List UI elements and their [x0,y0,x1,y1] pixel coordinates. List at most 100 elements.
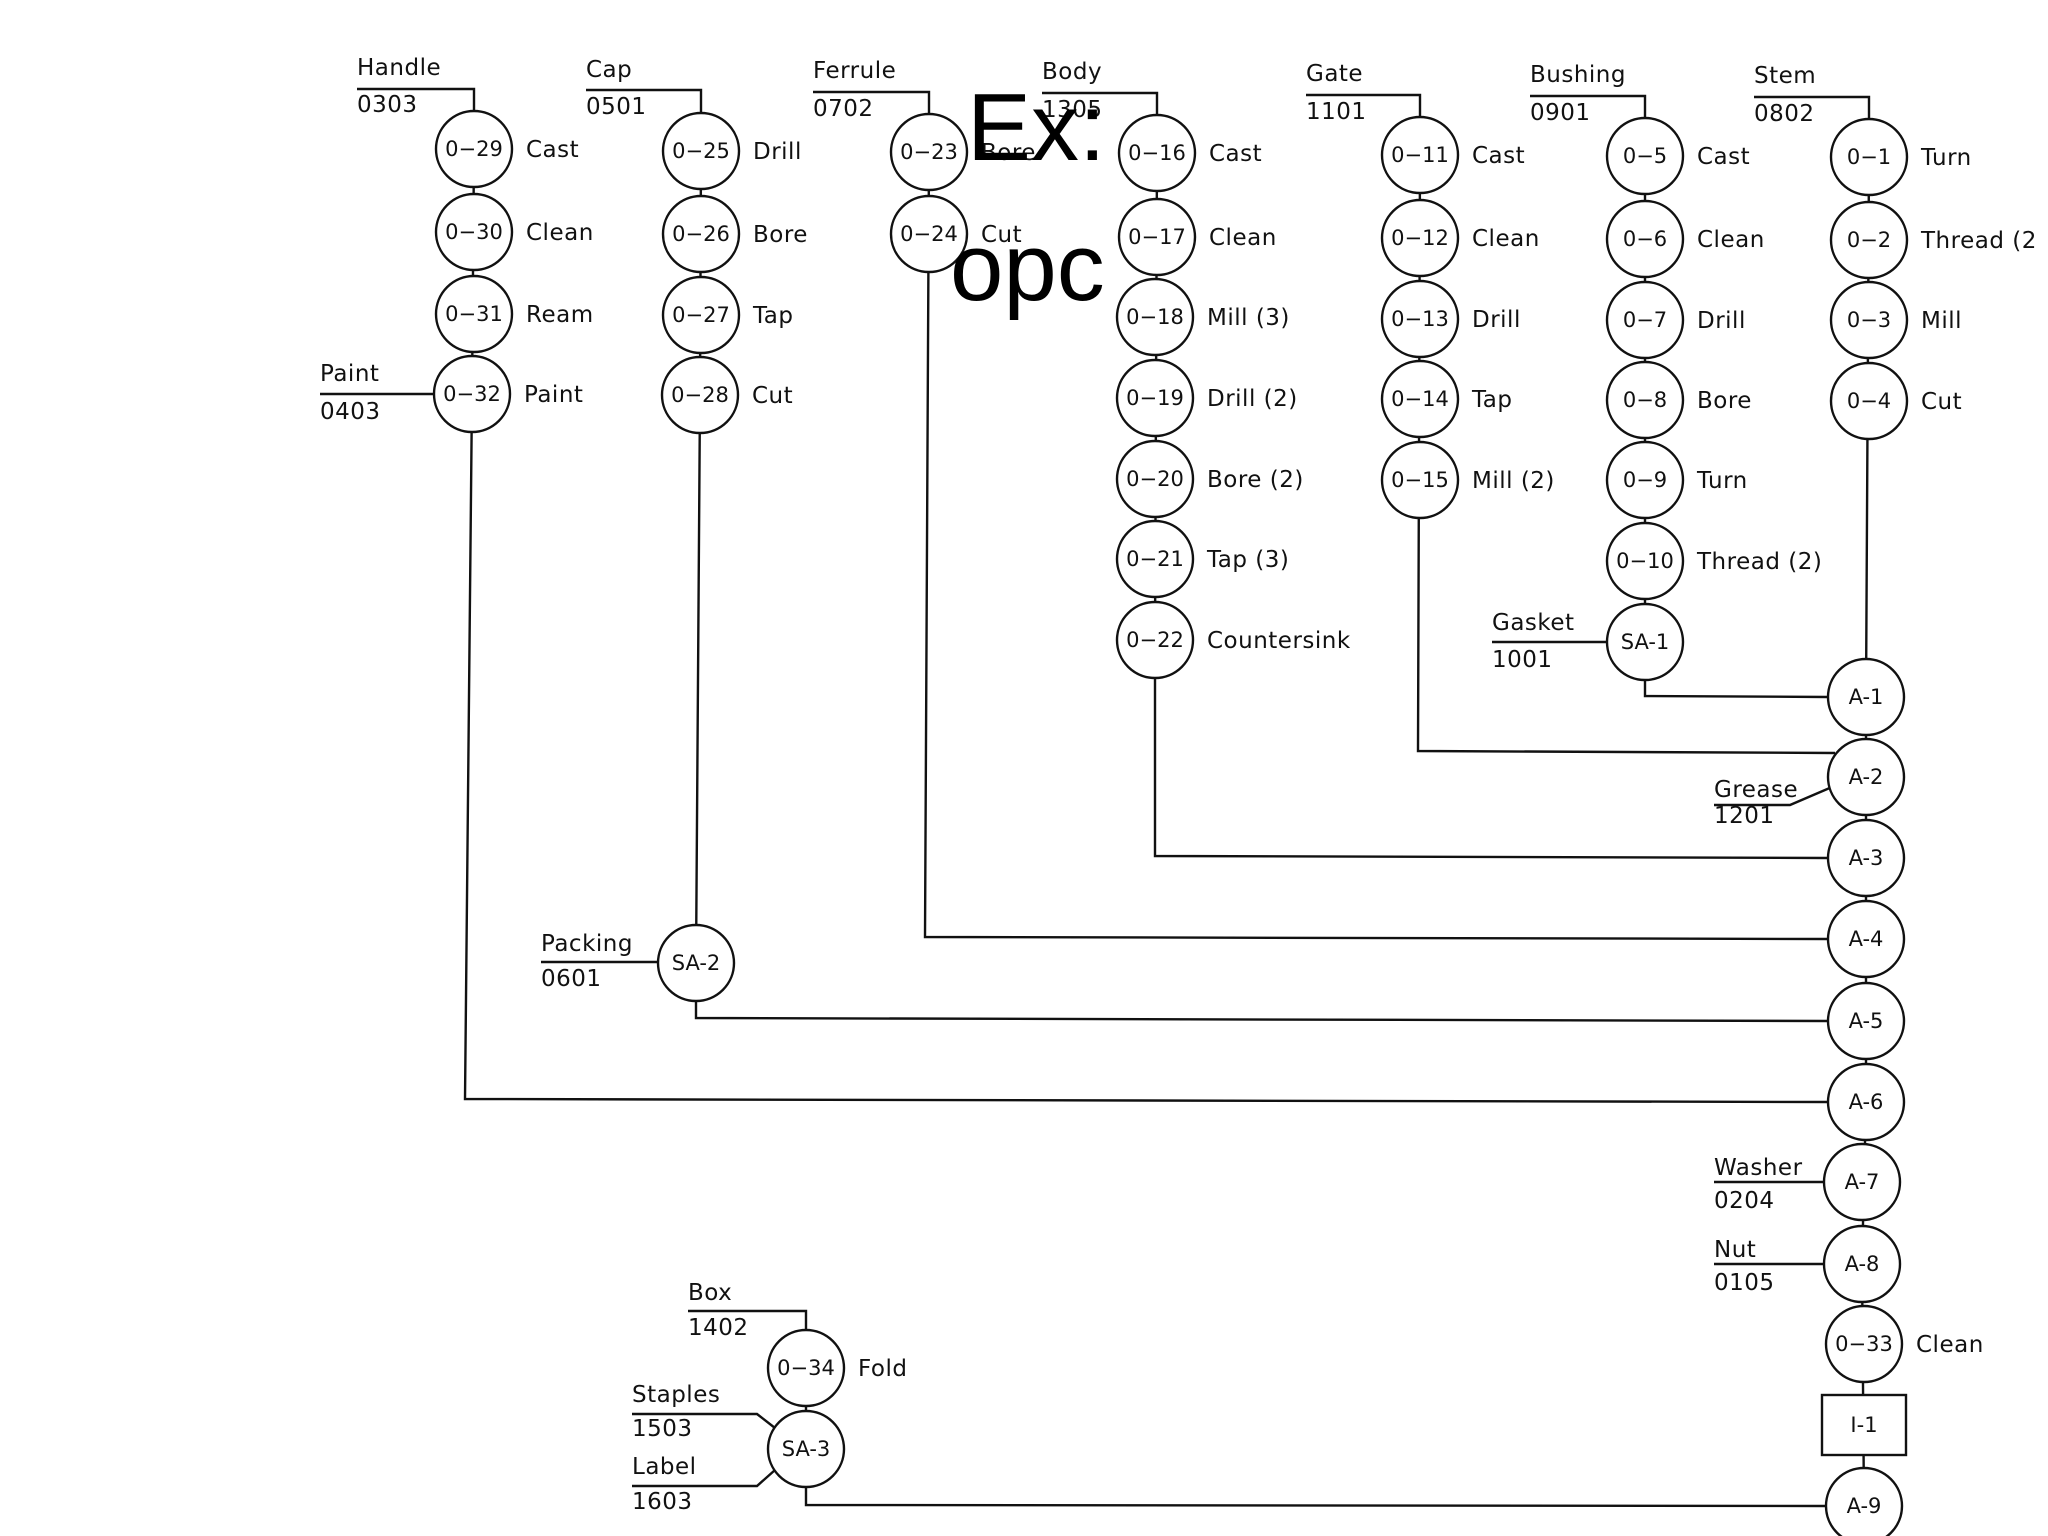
feed-line-cap [586,88,703,113]
part-code-box: 1402 [688,1315,749,1341]
operation-number-0-7: 0−7 [1623,308,1667,332]
operation-node-0-29 [434,109,514,189]
feed-line-body [1042,91,1159,115]
operation-number-0-26: 0−26 [672,222,730,246]
operation-node-0-19 [1115,358,1195,438]
part-name-bushing: Bushing [1530,62,1626,88]
operation-node-0-14 [1380,359,1460,439]
feed-line-staples [632,1412,776,1429]
operation-label-0-28: Cut [752,383,793,409]
operation-node-0-27 [661,275,741,355]
operation-number-0-29: 0−29 [445,137,503,161]
operation-label-0-13: Drill [1472,307,1521,333]
operation-label-0-9: Turn [1696,468,1748,494]
operation-node-0-10 [1605,521,1685,601]
operation-node-0-1 [1829,117,1909,197]
operation-label-0-31: Ream [526,302,594,328]
operation-node-0-31 [434,274,514,354]
operation-node-0-26 [661,194,741,274]
operation-number-0-12: 0−12 [1391,226,1449,250]
operation-label-0-25: Drill [753,139,802,165]
assembly-number-A-6: A-6 [1849,1090,1884,1114]
operation-label-0-8: Bore [1697,388,1752,414]
operation-number-0-13: 0−13 [1391,307,1449,331]
part-code-nut: 0105 [1714,1270,1775,1296]
operation-node-0-15 [1380,440,1460,520]
operation-node-0-28 [660,355,740,435]
operation-node-0-32 [432,354,512,434]
part-code-ferrule: 0702 [813,96,874,122]
operation-label-0-11: Cast [1472,143,1525,169]
assembly-node-A-3 [1826,818,1906,898]
operation-node-0-33 [1824,1304,1904,1384]
operation-number-0-4: 0−4 [1847,389,1891,413]
operation-label-0-20: Bore (2) [1207,467,1304,493]
assembly-node-A-1 [1826,657,1906,737]
assembly-number-A-4: A-4 [1849,927,1884,951]
operation-node-0-25 [661,111,741,191]
operation-node-0-34 [766,1328,846,1408]
assembly-number-A-8: A-8 [1845,1252,1880,1276]
assembly-number-A-1: A-1 [1849,685,1884,709]
operation-label-0-14: Tap [1471,387,1512,413]
part-name-gasket: Gasket [1492,610,1575,636]
operation-label-0-22: Countersink [1207,628,1351,654]
assembly-number-SA-1: SA-1 [1621,630,1670,654]
operation-node-0-9 [1605,440,1685,520]
assembly-number-A-7: A-7 [1845,1170,1880,1194]
column-ferrule [923,151,1829,941]
operation-label-0-19: Drill (2) [1207,386,1298,412]
operation-node-0-12 [1380,198,1460,278]
operation-node-0-8 [1605,360,1685,440]
assembly-node-A-6 [1826,1062,1906,1142]
operation-number-0-6: 0−6 [1623,227,1667,251]
feed-line-bushing [1530,94,1647,118]
operation-number-0-3: 0−3 [1847,308,1891,332]
part-name-nut: Nut [1714,1237,1756,1263]
operation-number-0-2: 0−2 [1847,228,1891,252]
operation-label-0-32: Paint [524,382,583,408]
operation-label-0-5: Cast [1697,144,1750,170]
operation-number-0-25: 0−25 [672,139,730,163]
assembly-node-SA-2 [656,923,736,1003]
feed-line-label [632,1469,776,1488]
assembly-node-SA-3 [766,1409,846,1489]
operation-number-0-24: 0−24 [900,222,958,246]
operation-label-0-29: Cast [526,137,579,163]
operation-label-0-34: Fold [858,1356,907,1382]
operation-number-0-31: 0−31 [445,302,503,326]
overlay-annotation: Ex: opc [950,74,1106,321]
operation-node-0-6 [1605,199,1685,279]
operation-number-0-11: 0−11 [1391,143,1449,167]
part-code-handle: 0303 [357,92,418,118]
part-code-staples: 1503 [632,1416,693,1442]
feed-line-grease [1714,785,1833,807]
part-name-cap: Cap [586,57,632,83]
operation-label-0-3: Mill [1921,308,1962,334]
assembly-node-SA-1 [1605,602,1685,682]
operation-label-0-15: Mill (2) [1472,468,1555,494]
assembly-number-SA-2: SA-2 [672,951,721,975]
assembly-node-A-7 [1822,1142,1902,1222]
operation-number-0-27: 0−27 [672,303,730,327]
column-handle [463,148,1829,1104]
feed-line-stem [1754,95,1871,119]
operation-node-0-30 [434,192,514,272]
operation-number-0-23: 0−23 [900,140,958,164]
operation-number-0-34: 0−34 [777,1356,835,1380]
operation-number-0-19: 0−19 [1126,386,1184,410]
operation-number-0-28: 0−28 [671,383,729,407]
operation-number-0-15: 0−15 [1391,468,1449,492]
operation-label-0-2: Thread (2 [1920,228,2037,254]
operation-node-0-2 [1829,200,1909,280]
operation-number-0-32: 0−32 [443,382,501,406]
operation-node-0-7 [1605,280,1685,360]
part-code-gate: 1101 [1306,99,1367,125]
operation-node-0-22 [1115,600,1195,680]
part-name-grease: Grease [1714,777,1798,803]
operation-number-0-8: 0−8 [1623,388,1667,412]
operation-number-0-10: 0−10 [1616,549,1674,573]
operation-label-0-18: Mill (3) [1207,305,1290,331]
